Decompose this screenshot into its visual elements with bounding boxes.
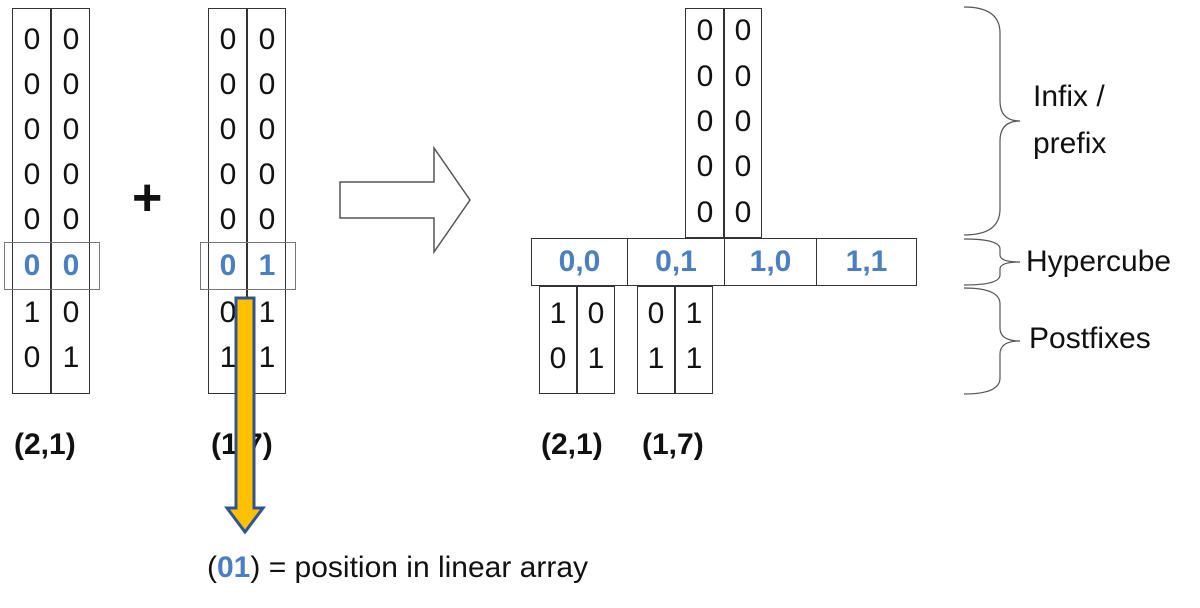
hypercube-cell: 0,1 bbox=[628, 239, 725, 285]
brace-label-infix-line2: prefix bbox=[1033, 127, 1107, 160]
result-postfix-cell: 1 bbox=[685, 297, 703, 330]
hypercube-cell: 1,0 bbox=[725, 239, 817, 285]
right-prefix-cell: 0 bbox=[258, 113, 276, 146]
hypercube-row: 0,0 0,1 1,0 1,1 bbox=[531, 238, 917, 286]
left-prefix-cell: 0 bbox=[23, 68, 41, 101]
right-prefix-cell: 0 bbox=[219, 23, 237, 56]
left-postfix-cell: 1 bbox=[23, 296, 41, 329]
result-prefix-cell: 0 bbox=[734, 105, 752, 138]
caption-open: ( bbox=[207, 551, 217, 584]
left-prefix-cell: 0 bbox=[23, 113, 41, 146]
result-prefix-cell: 0 bbox=[696, 196, 714, 229]
right-postfix-cell: 0 bbox=[219, 296, 237, 329]
left-array-column-a bbox=[12, 8, 51, 394]
brace-label-postfixes: Postfixes bbox=[1029, 322, 1151, 355]
right-hyper-cell: 1 bbox=[258, 249, 276, 282]
left-array-label: (2,1) bbox=[14, 428, 76, 461]
left-prefix-cell: 0 bbox=[62, 158, 80, 191]
result-postfix-cell: 0 bbox=[587, 297, 605, 330]
left-hyper-cell: 0 bbox=[23, 249, 41, 282]
right-array-column-b bbox=[247, 8, 286, 394]
left-prefix-cell: 0 bbox=[23, 158, 41, 191]
transform-arrow-icon bbox=[339, 145, 471, 255]
left-array-column-b bbox=[51, 8, 90, 394]
result-postfix-block-1-column-b bbox=[577, 286, 615, 394]
brace-label-infix-line1: Infix / bbox=[1033, 80, 1105, 113]
right-postfix-cell: 1 bbox=[219, 341, 237, 374]
left-prefix-cell: 0 bbox=[62, 23, 80, 56]
brace-hypercube-icon bbox=[963, 238, 1021, 286]
right-prefix-cell: 0 bbox=[219, 68, 237, 101]
right-postfix-cell: 1 bbox=[258, 341, 276, 374]
right-prefix-cell: 0 bbox=[258, 23, 276, 56]
result-prefix-cell: 0 bbox=[696, 105, 714, 138]
result-postfix-label-1: (2,1) bbox=[541, 428, 603, 461]
brace-postfix-icon bbox=[963, 287, 1021, 395]
left-prefix-cell: 0 bbox=[23, 203, 41, 236]
result-prefix-cell: 0 bbox=[696, 60, 714, 93]
right-prefix-cell: 0 bbox=[219, 203, 237, 236]
result-postfix-cell: 0 bbox=[549, 342, 567, 375]
result-postfix-block-1-column-a bbox=[539, 286, 577, 394]
left-prefix-cell: 0 bbox=[62, 113, 80, 146]
right-prefix-cell: 0 bbox=[258, 158, 276, 191]
result-postfix-label-2: (1,7) bbox=[642, 428, 704, 461]
left-hyper-cell: 0 bbox=[62, 249, 80, 282]
left-array-hyper-highlight bbox=[4, 242, 100, 290]
brace-label-hypercube: Hypercube bbox=[1026, 245, 1172, 278]
left-prefix-cell: 0 bbox=[62, 68, 80, 101]
right-array-column-a bbox=[208, 8, 247, 394]
result-prefix-cell: 0 bbox=[734, 60, 752, 93]
result-prefix-cell: 0 bbox=[696, 150, 714, 183]
brace-infix-icon bbox=[963, 6, 1021, 236]
result-postfix-cell: 0 bbox=[647, 297, 665, 330]
caption: (01) = position in linear array bbox=[207, 551, 588, 585]
left-postfix-cell: 0 bbox=[23, 341, 41, 374]
result-postfix-cell: 1 bbox=[587, 342, 605, 375]
hypercube-cell: 1,1 bbox=[845, 245, 888, 278]
result-postfix-cell: 1 bbox=[685, 342, 703, 375]
caption-text: ) = position in linear array bbox=[250, 551, 589, 584]
right-postfix-cell: 1 bbox=[258, 296, 276, 329]
left-prefix-cell: 0 bbox=[23, 23, 41, 56]
hypercube-cell: 0,0 bbox=[532, 239, 628, 285]
result-postfix-cell: 1 bbox=[647, 342, 665, 375]
left-postfix-cell: 1 bbox=[62, 341, 80, 374]
caption-code: 01 bbox=[217, 551, 251, 584]
result-postfix-block-2-column-b bbox=[675, 286, 713, 394]
result-prefix-cell: 0 bbox=[734, 150, 752, 183]
result-postfix-block-2-column-a bbox=[637, 286, 675, 394]
right-array-hyper-highlight bbox=[200, 242, 296, 290]
left-postfix-cell: 0 bbox=[62, 296, 80, 329]
right-prefix-cell: 0 bbox=[219, 113, 237, 146]
result-prefix-column-b bbox=[724, 8, 762, 238]
right-hyper-cell: 0 bbox=[219, 249, 237, 282]
down-arrow-icon bbox=[224, 296, 266, 535]
result-prefix-cell: 0 bbox=[696, 14, 714, 47]
right-prefix-cell: 0 bbox=[258, 203, 276, 236]
left-prefix-cell: 0 bbox=[62, 203, 80, 236]
result-prefix-cell: 0 bbox=[734, 196, 752, 229]
result-postfix-cell: 1 bbox=[549, 297, 567, 330]
result-prefix-cell: 0 bbox=[734, 14, 752, 47]
right-prefix-cell: 0 bbox=[258, 68, 276, 101]
result-prefix-column-a bbox=[685, 8, 724, 238]
right-prefix-cell: 0 bbox=[219, 158, 237, 191]
plus-sign: + bbox=[132, 169, 163, 227]
